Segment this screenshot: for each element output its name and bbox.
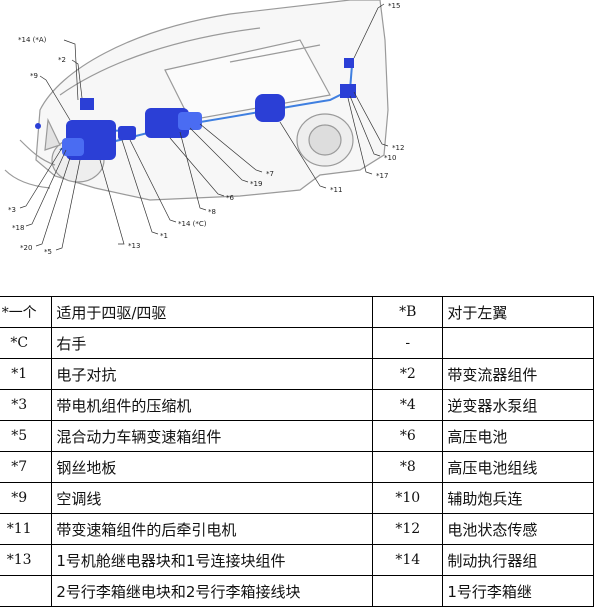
callout-label: *12	[392, 144, 404, 152]
vehicle-component-diagram: *14 (*A) *2 *9 *3 *18 *20 *5 *13 *1 *14 …	[0, 0, 608, 268]
legend-code: *13	[0, 544, 53, 576]
callout-label: *6	[226, 194, 235, 202]
callout-label: *3	[8, 206, 16, 214]
callout-label: *14 (*A)	[18, 36, 47, 44]
legend-code: *一个	[0, 296, 53, 328]
legend-code: *B	[372, 296, 444, 328]
legend-code: *7	[0, 451, 53, 483]
legend-code: *1	[0, 358, 53, 390]
legend-code: *3	[0, 389, 53, 421]
legend-description: 高压电池组线	[442, 451, 594, 483]
legend-description: 右手	[51, 327, 374, 359]
callout-label: *8	[208, 208, 216, 216]
callout-label: *5	[44, 248, 52, 256]
callout-label: *19	[250, 180, 262, 188]
leader-lines	[19, 3, 389, 251]
callout-label: *10	[384, 154, 396, 162]
callout-label: *20	[20, 244, 32, 252]
legend-code: *8	[372, 451, 444, 483]
callout-label: *17	[376, 172, 388, 180]
legend-description: 带电机组件的压缩机	[51, 389, 374, 421]
legend-description: 对于左翼	[442, 296, 594, 328]
legend-description: 带变流器组件	[442, 358, 594, 390]
legend-description: 高压电池	[442, 420, 594, 452]
converter-assembly	[80, 98, 94, 110]
legend-code	[0, 575, 53, 607]
high-voltage-battery	[145, 108, 189, 138]
callout-label: *2	[58, 56, 66, 64]
legend-description: 混合动力车辆变速箱组件	[51, 420, 374, 452]
legend-description: 电子对抗	[51, 358, 374, 390]
rear-motor	[255, 94, 285, 122]
legend-code: *12	[372, 513, 444, 545]
legend-description: 带变速箱组件的后牵引电机	[51, 513, 374, 545]
callout-label: *18	[12, 224, 24, 232]
legend-code: *14	[372, 544, 444, 576]
battery-sensor	[340, 84, 356, 98]
compressor	[62, 138, 84, 156]
legend-code: *5	[0, 420, 53, 452]
ecu	[118, 126, 136, 140]
legend-code: *6	[372, 420, 444, 452]
legend-description: 制动执行器组	[442, 544, 594, 576]
legend-description: 2号行李箱继电块和2号行李箱接线块	[51, 575, 374, 607]
callout-label: *1	[160, 232, 168, 240]
callout-label: *13	[128, 242, 140, 250]
legend-code	[372, 575, 444, 607]
legend-description: 钢丝地板	[51, 451, 374, 483]
legend-code: *4	[372, 389, 444, 421]
brake-actuator	[35, 123, 41, 129]
legend-code: *10	[372, 482, 444, 514]
legend-description: 1号行李箱继	[442, 575, 594, 607]
callout-labels: *14 (*A) *2 *9 *3 *18 *20 *5 *13 *1 *14 …	[8, 2, 404, 256]
callout-label: *14 (*C)	[178, 220, 207, 228]
callout-label: *15	[388, 2, 400, 10]
callout-label: *7	[266, 170, 274, 178]
callout-label: *9	[30, 72, 38, 80]
legend-code: *C	[0, 327, 53, 359]
callout-label: *11	[330, 186, 342, 194]
legend-description: 辅助炮兵连	[442, 482, 594, 514]
legend-code: -	[372, 327, 444, 359]
legend-description: 空调线	[51, 482, 374, 514]
legend-description	[442, 327, 594, 359]
vehicle-illustration: *14 (*A) *2 *9 *3 *18 *20 *5 *13 *1 *14 …	[4, 0, 404, 256]
legend-code: *11	[0, 513, 53, 545]
legend-description: 电池状态传感	[442, 513, 594, 545]
legend-code: *2	[372, 358, 444, 390]
legend-description: 逆变器水泵组	[442, 389, 594, 421]
legend-description: 1号机舱继电器块和1号连接块组件	[51, 544, 374, 576]
legend-description: 适用于四驱/四驱	[51, 296, 374, 328]
components	[35, 58, 356, 160]
legend-row: 2号行李箱继电块和2号行李箱接线块 1号行李箱继	[0, 575, 594, 607]
legend-code: *9	[0, 482, 53, 514]
battery-harness	[178, 112, 202, 130]
auxiliary-battery	[344, 58, 354, 68]
